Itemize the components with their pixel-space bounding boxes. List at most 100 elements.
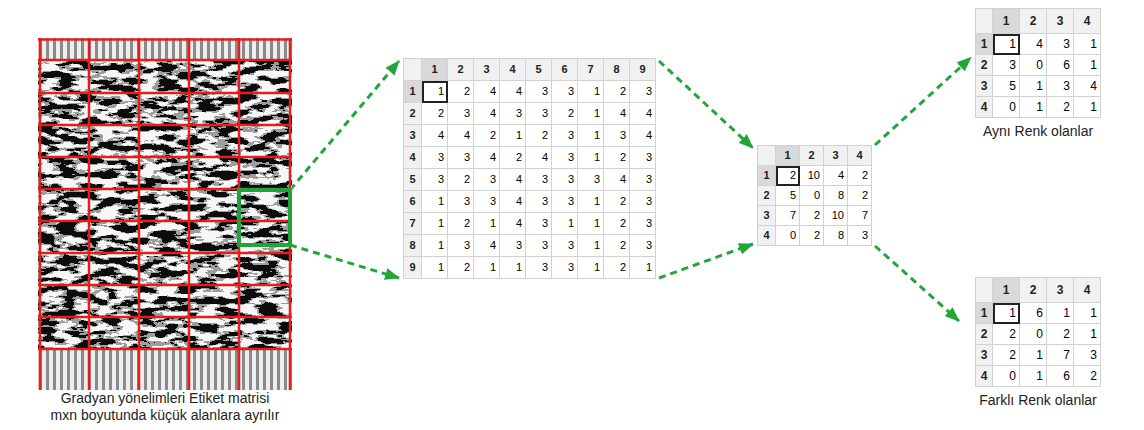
matrix-value: 2 <box>993 324 1020 345</box>
matrix-value: 1 <box>422 81 448 103</box>
column-header: 6 <box>552 59 578 81</box>
matrix-value: 4 <box>604 103 630 125</box>
matrix-value: 3 <box>1047 34 1074 55</box>
matrix-value: 4 <box>630 103 656 125</box>
matrix-value: 1 <box>1020 366 1047 387</box>
matrix-value: 3 <box>552 257 578 279</box>
matrix-value: 1 <box>578 213 604 235</box>
matrix-value: 2 <box>848 186 872 206</box>
row-header: 9 <box>404 257 422 279</box>
matrix-value: 3 <box>552 125 578 147</box>
matrix-value: 0 <box>993 366 1020 387</box>
matrix-grid: 12341210422508237210740283 <box>757 145 872 246</box>
matrix-value: 3 <box>604 125 630 147</box>
matrix-value: 2 <box>448 169 474 191</box>
column-header: 5 <box>526 59 552 81</box>
matrix-value: 3 <box>630 213 656 235</box>
matrix-value: 3 <box>526 257 552 279</box>
corner-cell <box>976 9 993 34</box>
matrix-value: 4 <box>422 125 448 147</box>
matrix-value: 2 <box>1074 366 1101 387</box>
matrix-value: 2 <box>848 166 872 186</box>
matrix-value: 3 <box>422 147 448 169</box>
corner-cell <box>758 146 776 166</box>
row-header: 2 <box>758 186 776 206</box>
column-header: 3 <box>1047 9 1074 34</box>
row-header: 2 <box>976 55 993 76</box>
column-header: 2 <box>1020 9 1047 34</box>
matrix-value: 3 <box>552 235 578 257</box>
matrix-value: 7 <box>848 206 872 226</box>
column-header: 9 <box>630 59 656 81</box>
matrix-value: 2 <box>448 81 474 103</box>
matrix-value: 2 <box>1047 97 1074 118</box>
matrix-value: 3 <box>552 191 578 213</box>
column-header: 4 <box>848 146 872 166</box>
matrix-value: 0 <box>993 97 1020 118</box>
row-header: 8 <box>404 235 422 257</box>
matrix-value: 1 <box>1074 34 1101 55</box>
column-header: 8 <box>604 59 630 81</box>
matrix-value: 1 <box>993 34 1020 55</box>
stripe-band <box>38 38 292 60</box>
matrix-value: 4 <box>824 166 848 186</box>
matrix-value: 1 <box>1020 345 1047 366</box>
matrix-value: 7 <box>776 206 800 226</box>
matrix-grid: 123411431230613513440121 <box>975 8 1101 118</box>
matrix-value: 2 <box>604 191 630 213</box>
matrix-value: 3 <box>526 169 552 191</box>
matrix-value: 3 <box>448 191 474 213</box>
matrix-value: 3 <box>848 226 872 246</box>
matrix-value: 2 <box>448 257 474 279</box>
matrix-table: 12341210422508237210740283 <box>757 145 872 246</box>
matrix-value: 3 <box>500 103 526 125</box>
row-header: 5 <box>404 169 422 191</box>
matrix-value: 1 <box>474 257 500 279</box>
stripe-band <box>38 349 292 390</box>
matrix-value: 2 <box>993 345 1020 366</box>
matrix-value: 3 <box>1047 76 1074 97</box>
matrix-value: 4 <box>526 147 552 169</box>
matrix-grid: 123411611220213217340162 <box>975 277 1101 387</box>
matrix-value: 3 <box>630 191 656 213</box>
matrix-value: 3 <box>552 81 578 103</box>
red-grid <box>38 38 292 390</box>
matrix-value: 2 <box>448 213 474 235</box>
matrix-table: 123411431230613513440121Aynı Renk olanla… <box>975 8 1101 140</box>
matrix-value: 6 <box>1047 366 1074 387</box>
matrix-value: 1 <box>474 213 500 235</box>
flow-arrow <box>875 246 959 321</box>
corner-cell <box>976 278 993 303</box>
matrix-value: 1 <box>578 81 604 103</box>
column-header: 2 <box>1020 278 1047 303</box>
matrix-value: 1 <box>630 257 656 279</box>
matrix-value: 6 <box>1020 303 1047 324</box>
row-header: 1 <box>976 303 993 324</box>
column-header: 1 <box>993 9 1020 34</box>
matrix-value: 3 <box>526 191 552 213</box>
matrix-value: 4 <box>448 125 474 147</box>
row-header: 4 <box>758 226 776 246</box>
matrix-value: 1 <box>552 213 578 235</box>
matrix-value: 2 <box>604 235 630 257</box>
column-header: 1 <box>776 146 800 166</box>
row-header: 4 <box>404 147 422 169</box>
matrix-value: 2 <box>604 213 630 235</box>
matrix-value: 0 <box>800 186 824 206</box>
matrix-value: 8 <box>824 186 848 206</box>
column-header: 3 <box>1047 278 1074 303</box>
matrix-value: 4 <box>1020 34 1047 55</box>
table-caption: Aynı Renk olanlar <box>975 123 1101 140</box>
matrix-value: 4 <box>474 81 500 103</box>
matrix-value: 3 <box>630 169 656 191</box>
matrix-value: 2 <box>604 257 630 279</box>
matrix-value: 1 <box>1020 97 1047 118</box>
matrix-value: 10 <box>824 206 848 226</box>
column-header: 3 <box>824 146 848 166</box>
matrix-value: 3 <box>422 169 448 191</box>
matrix-value: 3 <box>474 191 500 213</box>
column-header: 7 <box>578 59 604 81</box>
matrix-value: 1 <box>1047 303 1074 324</box>
matrix-value: 4 <box>604 169 630 191</box>
